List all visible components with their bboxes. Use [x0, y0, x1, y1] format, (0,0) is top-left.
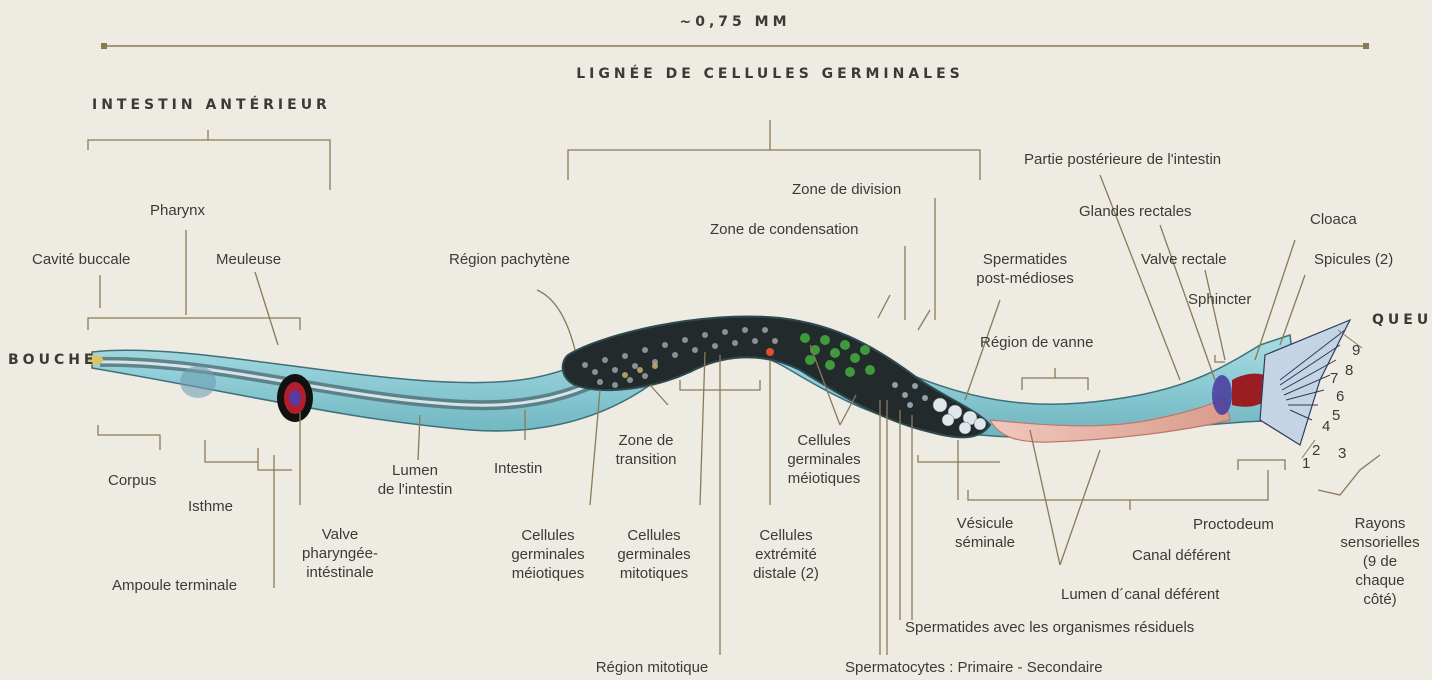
label-glandes-rectales: Glandes rectales [1079, 202, 1192, 221]
label-ampoule: Ampoule terminale [112, 576, 237, 595]
ray-number-3: 3 [1338, 445, 1346, 462]
ray-number-6: 6 [1336, 388, 1344, 405]
ray-number-1: 1 [1302, 455, 1310, 472]
ray-number-7: 7 [1330, 370, 1338, 387]
label-partie-posterieure: Partie postérieure de l'intestin [1024, 150, 1221, 169]
label-cell-distale: Cellules extrémité distale (2) [753, 526, 819, 583]
label-valve-rectale: Valve rectale [1141, 250, 1227, 269]
label-lumen-intestin: Lumen de l'intestin [378, 461, 453, 499]
label-spermatides-residuels: Spermatides avec les organismes résiduel… [905, 618, 1194, 637]
label-vesicule: Vésicule séminale [955, 514, 1015, 552]
label-cg-meiotiques-1: Cellules germinales méiotiques [511, 526, 584, 583]
label-intestin: Intestin [494, 459, 542, 478]
heading-intestin-anterieur: INTESTIN ANTÉRIEUR [92, 97, 331, 113]
label-sphincter: Sphincter [1188, 290, 1251, 309]
label-cloaca: Cloaca [1310, 210, 1357, 229]
ray-number-8: 8 [1345, 362, 1353, 379]
label-cavite-buccale: Cavité buccale [32, 250, 130, 269]
scale-bar [101, 43, 1369, 49]
ray-number-5: 5 [1332, 407, 1340, 424]
label-region-mitotique: Région mitotique [596, 658, 709, 677]
label-lumen-canal: Lumen d´canal déférent [1061, 585, 1219, 604]
scale-label: ~0,75 MM [679, 14, 790, 30]
label-proctodeum: Proctodeum [1193, 515, 1274, 534]
label-spermatides-post: Spermatides post-médioses [976, 250, 1074, 288]
ray-number-9: 9 [1352, 342, 1360, 359]
label-canal-deferent: Canal déférent [1132, 546, 1230, 565]
label-isthme: Isthme [188, 497, 233, 516]
label-zone-division: Zone de division [792, 180, 901, 199]
label-pharynx: Pharynx [150, 201, 205, 220]
ray-number-4: 4 [1322, 418, 1330, 435]
label-spermatocytes: Spermatocytes : Primaire - Secondaire [845, 658, 1103, 677]
label-corpus: Corpus [108, 471, 156, 490]
label-zone-transition: Zone de transition [616, 431, 677, 469]
heading-queue: QUEUE [1372, 312, 1432, 328]
label-rayons: Rayons sensorielles (9 de chaque côté) [1340, 514, 1419, 609]
label-spicules: Spicules (2) [1314, 250, 1393, 269]
label-meuleuse: Meuleuse [216, 250, 281, 269]
label-region-pachytene: Région pachytène [449, 250, 570, 269]
label-valve-pharyngee: Valve pharyngée- intéstinale [302, 525, 378, 582]
heading-lignee: LIGNÉE DE CELLULES GERMINALES [576, 66, 963, 82]
ray-number-2: 2 [1312, 442, 1320, 459]
label-zone-condensation: Zone de condensation [710, 220, 858, 239]
gonad [563, 316, 990, 437]
heading-bouche: BOUCHE [8, 352, 98, 368]
label-cg-mitotiques: Cellules germinales mitotiques [617, 526, 690, 583]
label-region-vanne: Région de vanne [980, 333, 1093, 352]
label-cg-meiotiques-2: Cellules germinales méiotiques [787, 431, 860, 488]
